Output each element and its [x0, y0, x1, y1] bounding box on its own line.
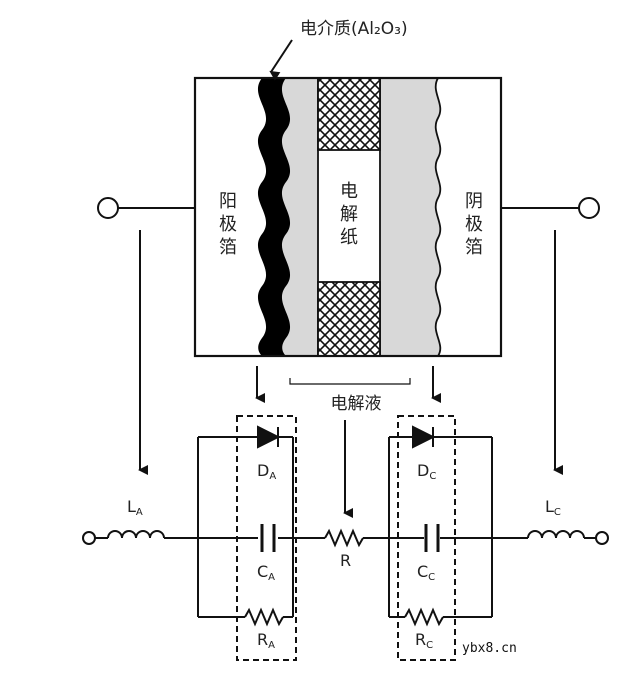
- capacitor-cross-section: [193, 76, 503, 358]
- svg-text:LA: LA: [127, 497, 143, 518]
- circuit-terminal-left: [82, 531, 96, 545]
- dielectric-label: 电介质(Al₂O₃): [300, 19, 408, 39]
- mapping-arrows: [138, 230, 563, 518]
- svg-text:极: 极: [465, 214, 483, 235]
- cathode-dashed-box: [397, 415, 456, 661]
- anode-dashed-box: [236, 415, 297, 661]
- anode-foil-label: 阳 极 箔: [219, 191, 237, 258]
- svg-text:DA: DA: [257, 461, 276, 482]
- equivalent-circuit: [82, 415, 609, 661]
- top-terminals: [97, 197, 600, 219]
- svg-text:RA: RA: [257, 630, 275, 651]
- electrolyte-label: 电解液: [331, 394, 382, 414]
- dielectric-layer: [257, 78, 291, 356]
- cathode-terminal: [578, 197, 600, 219]
- svg-text:LC: LC: [545, 497, 561, 518]
- inductor-LC: [527, 530, 585, 539]
- paper-hatch-top: [317, 77, 381, 151]
- svg-text:解: 解: [340, 204, 358, 225]
- svg-text:R: R: [340, 551, 351, 570]
- svg-text:纸: 纸: [340, 227, 358, 248]
- resistor-RA: [244, 607, 284, 627]
- dielectric-arrow: [269, 39, 293, 81]
- electrolyte-bracket: [289, 378, 411, 385]
- svg-text:阳: 阳: [219, 191, 237, 212]
- svg-text:箔: 箔: [219, 237, 237, 258]
- resistor-RC: [404, 607, 444, 627]
- svg-text:CA: CA: [257, 562, 275, 583]
- svg-text:极: 极: [219, 214, 237, 235]
- cathode-foil-label: 阴 极 箔: [465, 191, 483, 258]
- svg-text:阴: 阴: [465, 191, 483, 212]
- watermark: ybx8.cn: [462, 641, 517, 656]
- svg-text:CC: CC: [417, 562, 435, 583]
- anode-terminal: [97, 197, 119, 219]
- circuit-terminal-right: [595, 531, 609, 545]
- cathode-foil-surface: [434, 77, 442, 357]
- circuit-labels: DA DC CA CC RA RC LA LC R: [127, 461, 561, 651]
- svg-text:DC: DC: [417, 461, 436, 482]
- capacitor-frame: [193, 76, 503, 358]
- paper-label: 电 解 纸: [340, 181, 358, 248]
- diode-DA: [257, 425, 281, 449]
- paper-hatch-bottom: [317, 281, 381, 357]
- svg-text:RC: RC: [415, 630, 433, 651]
- diode-DC: [412, 425, 436, 449]
- svg-text:箔: 箔: [465, 237, 483, 258]
- inductor-LA: [107, 530, 165, 539]
- svg-text:电: 电: [340, 181, 358, 202]
- resistor-R: [324, 528, 364, 548]
